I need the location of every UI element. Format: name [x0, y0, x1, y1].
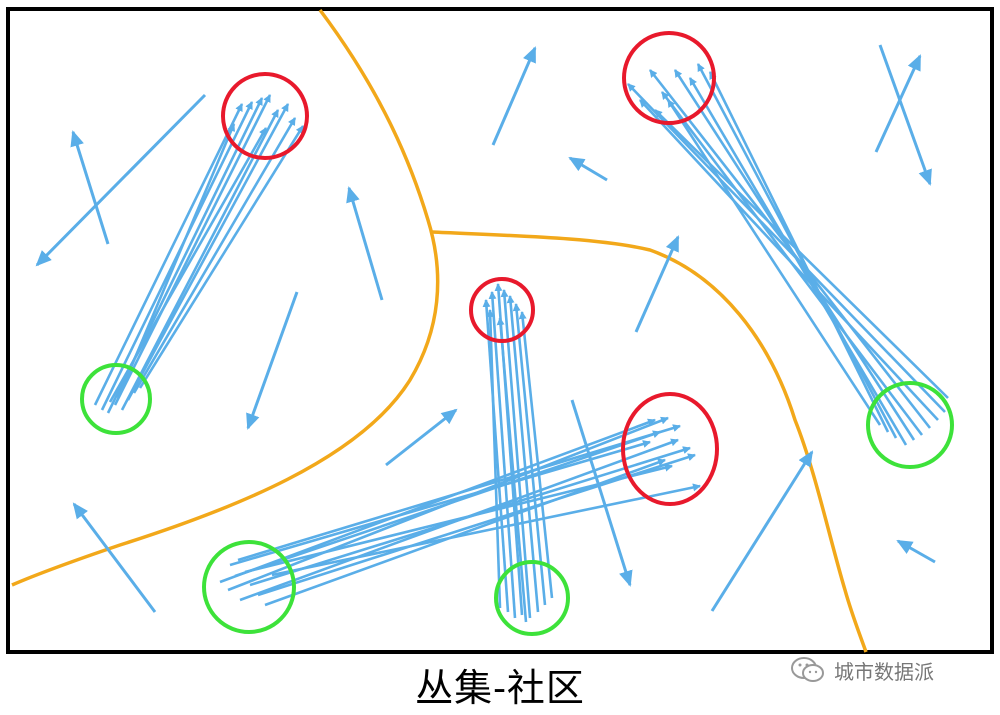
flow-arrow [132, 117, 297, 394]
flow-arrow [108, 127, 268, 403]
origin-circle [494, 560, 570, 636]
flow-arrow [666, 99, 882, 426]
flow-arrow [346, 186, 384, 301]
watermark: 城市数据派 [790, 654, 934, 686]
flow-arrow [229, 440, 651, 567]
flow-cluster-3 [482, 283, 554, 623]
origin-circle [202, 540, 296, 634]
flow-arrow [126, 103, 290, 401]
community-boundaries [11, 8, 868, 653]
flow-arrow [234, 430, 661, 578]
flow-arrow [491, 46, 537, 146]
flow-arrow [113, 94, 272, 406]
destination-circle [621, 392, 719, 506]
scattered-flows [35, 44, 936, 613]
flow-cluster-1 [93, 94, 305, 414]
watermark-text: 城市数据派 [834, 659, 934, 684]
origin-circle [866, 381, 954, 469]
flow-arrow [570, 399, 633, 587]
flow-arrow [237, 424, 681, 562]
flow-arrow [93, 103, 244, 406]
diagram-caption: 丛集-社区 [415, 666, 585, 710]
destination-circle [221, 72, 309, 160]
flow-cluster-2 [627, 63, 949, 446]
origin-clusters [80, 363, 954, 636]
flow-arrow [512, 303, 547, 606]
flow-cluster-4 [219, 416, 701, 607]
wechat-icon [791, 657, 824, 682]
flow-arrow [874, 54, 922, 153]
destination-circle [469, 277, 535, 343]
destination-circle [622, 31, 716, 125]
flow-arrow [246, 291, 299, 430]
flow-arrow [518, 311, 554, 599]
destination-clusters [221, 31, 719, 506]
flow-arrow [688, 77, 908, 446]
flow-arrow [634, 235, 680, 333]
flow-arrow [506, 295, 540, 613]
flow-arrow [710, 450, 814, 612]
flow-arrow [654, 109, 949, 399]
flow-arrow [120, 109, 280, 411]
flow-arrow [72, 502, 157, 613]
flow-arrow [482, 299, 510, 613]
origin-circle [80, 363, 152, 435]
flow-arrow [627, 83, 946, 413]
flow-arrow [660, 91, 924, 436]
flow-arrow [486, 309, 502, 609]
flow-arrow [271, 483, 701, 577]
boundary-line-left [11, 8, 440, 587]
flow-arrow [896, 539, 936, 564]
flow-arrow [244, 463, 673, 574]
flow-arrow [35, 93, 207, 267]
flow-arrow [496, 317, 528, 623]
flow-arrow [488, 291, 517, 619]
flow-arrow [878, 44, 932, 186]
flow-cluster-diagram [6, 7, 994, 654]
flow-arrow [138, 125, 305, 389]
flow-arrow [219, 418, 656, 584]
flow-arrow [568, 156, 608, 182]
boundary-line-right [431, 230, 868, 653]
flow-arrow [385, 408, 458, 467]
flow-arrow [70, 130, 110, 245]
